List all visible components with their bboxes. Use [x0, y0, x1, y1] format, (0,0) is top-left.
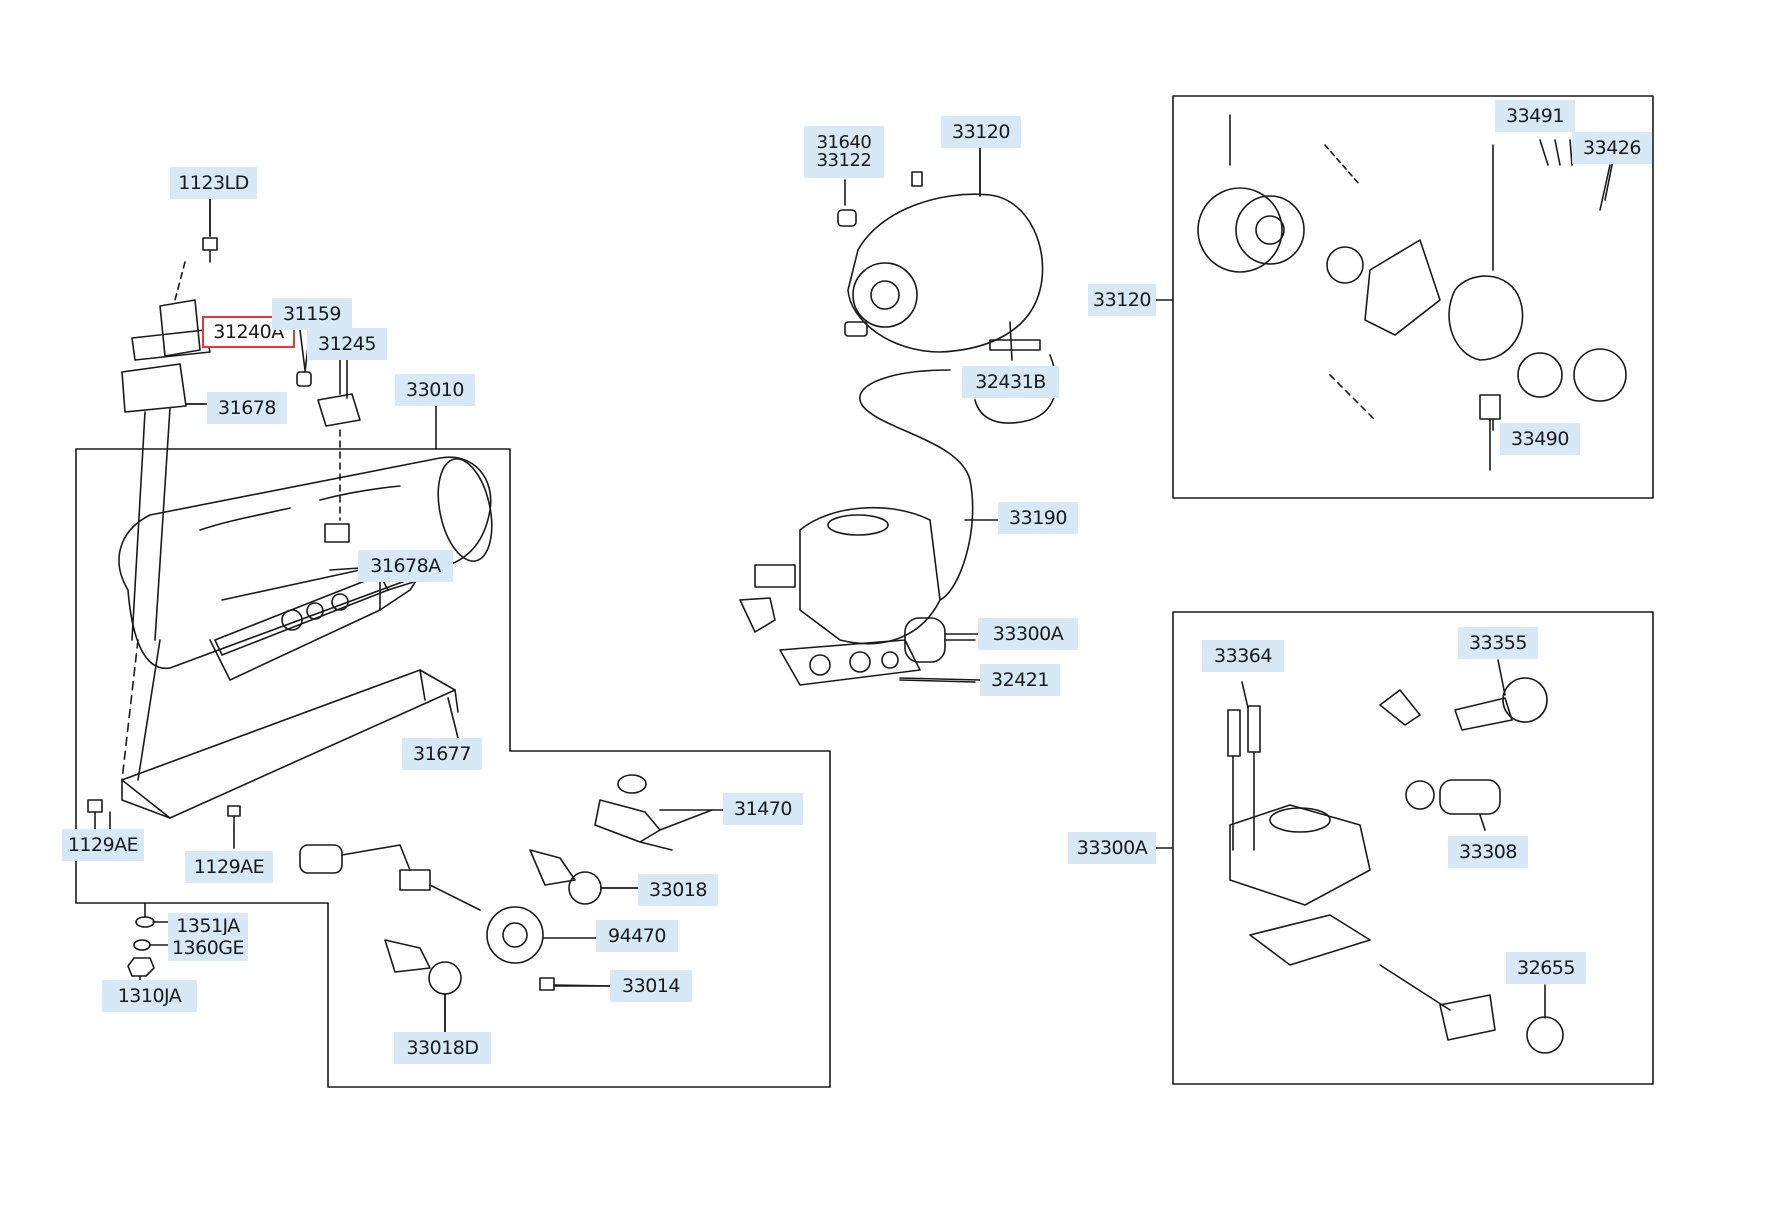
- part-label-33426[interactable]: 33426: [1572, 132, 1652, 164]
- part-label-33491[interactable]: 33491: [1495, 100, 1575, 132]
- mixer-33300A-drawing: [739, 506, 976, 663]
- part-label-33018[interactable]: 33018: [638, 874, 718, 906]
- part-label-33014[interactable]: 33014: [610, 970, 692, 1002]
- part-label-33120-top[interactable]: 33120: [941, 116, 1021, 148]
- part-label-1123LD[interactable]: 1123LD: [170, 167, 257, 199]
- regulator-exploded-drawing: [1197, 114, 1627, 471]
- sender-94470-drawing: [299, 844, 544, 964]
- regulator-33120-drawing: [844, 149, 1044, 353]
- fitting-33018-drawing: [529, 849, 641, 905]
- part-label-33018D[interactable]: 33018D: [394, 1032, 491, 1064]
- mixer-exploded-drawing: [1227, 677, 1564, 1054]
- leader-lines: [109, 147, 1614, 1033]
- part-label-31470[interactable]: 31470: [723, 793, 803, 825]
- part-label-33300A-detail[interactable]: 33300A: [1068, 832, 1156, 864]
- part-label-33308[interactable]: 33308: [1448, 836, 1528, 868]
- tank-group-frame: [75, 448, 831, 1088]
- gasket-32421-drawing: [779, 639, 976, 686]
- bolt-33014-drawing: [539, 977, 613, 991]
- part-label-33120-detail[interactable]: 33120: [1088, 284, 1156, 316]
- part-label-31678A[interactable]: 31678A: [358, 550, 453, 582]
- nut-washer-stack-drawing: [127, 902, 155, 977]
- mixer-detail-frame: [1172, 611, 1654, 1085]
- part-label-1360GE[interactable]: 1360GE: [168, 935, 248, 961]
- shield-31678A-drawing: [209, 571, 421, 681]
- part-label-1129AE-center[interactable]: 1129AE: [185, 851, 273, 883]
- strap-31677-drawing: [121, 639, 459, 819]
- part-label-31640-33122[interactable]: 31640 33122: [804, 126, 884, 178]
- part-label-33490[interactable]: 33490: [1500, 423, 1580, 455]
- bracket-31240A-drawing: [131, 299, 213, 361]
- fitting-33018D-drawing: [384, 939, 462, 1033]
- part-label-32431B[interactable]: 32431B: [962, 366, 1059, 398]
- bolt-1129AE-drawing: [87, 799, 241, 831]
- part-label-33355[interactable]: 33355: [1458, 627, 1538, 659]
- part-label-33122[interactable]: 33122: [816, 150, 872, 171]
- part-label-31640[interactable]: 31640: [816, 132, 872, 153]
- part-label-33190[interactable]: 33190: [998, 502, 1078, 534]
- part-label-33300A-center[interactable]: 33300A: [978, 618, 1078, 650]
- part-label-1310JA[interactable]: 1310JA: [102, 980, 197, 1012]
- part-label-31677[interactable]: 31677: [402, 738, 482, 770]
- part-label-31245[interactable]: 31245: [307, 328, 387, 360]
- part-label-31159[interactable]: 31159: [272, 298, 352, 330]
- part-label-1351JA[interactable]: 1351JA: [168, 913, 248, 939]
- part-label-94470[interactable]: 94470: [596, 920, 678, 952]
- part-label-32421[interactable]: 32421: [980, 664, 1060, 696]
- cap-31640-drawing: [837, 209, 857, 227]
- part-label-1129AE-left[interactable]: 1129AE: [62, 829, 144, 861]
- part-label-31678[interactable]: 31678: [207, 392, 287, 424]
- valve-31470-drawing: [594, 774, 713, 851]
- regulator-detail-frame: [1172, 95, 1654, 499]
- part-label-33010[interactable]: 33010: [395, 374, 475, 406]
- lpg-tank-drawing: [118, 456, 493, 670]
- part-label-33364[interactable]: 33364: [1202, 640, 1284, 672]
- part-label-32655[interactable]: 32655: [1506, 952, 1586, 984]
- strap-31678-drawing: [121, 363, 206, 641]
